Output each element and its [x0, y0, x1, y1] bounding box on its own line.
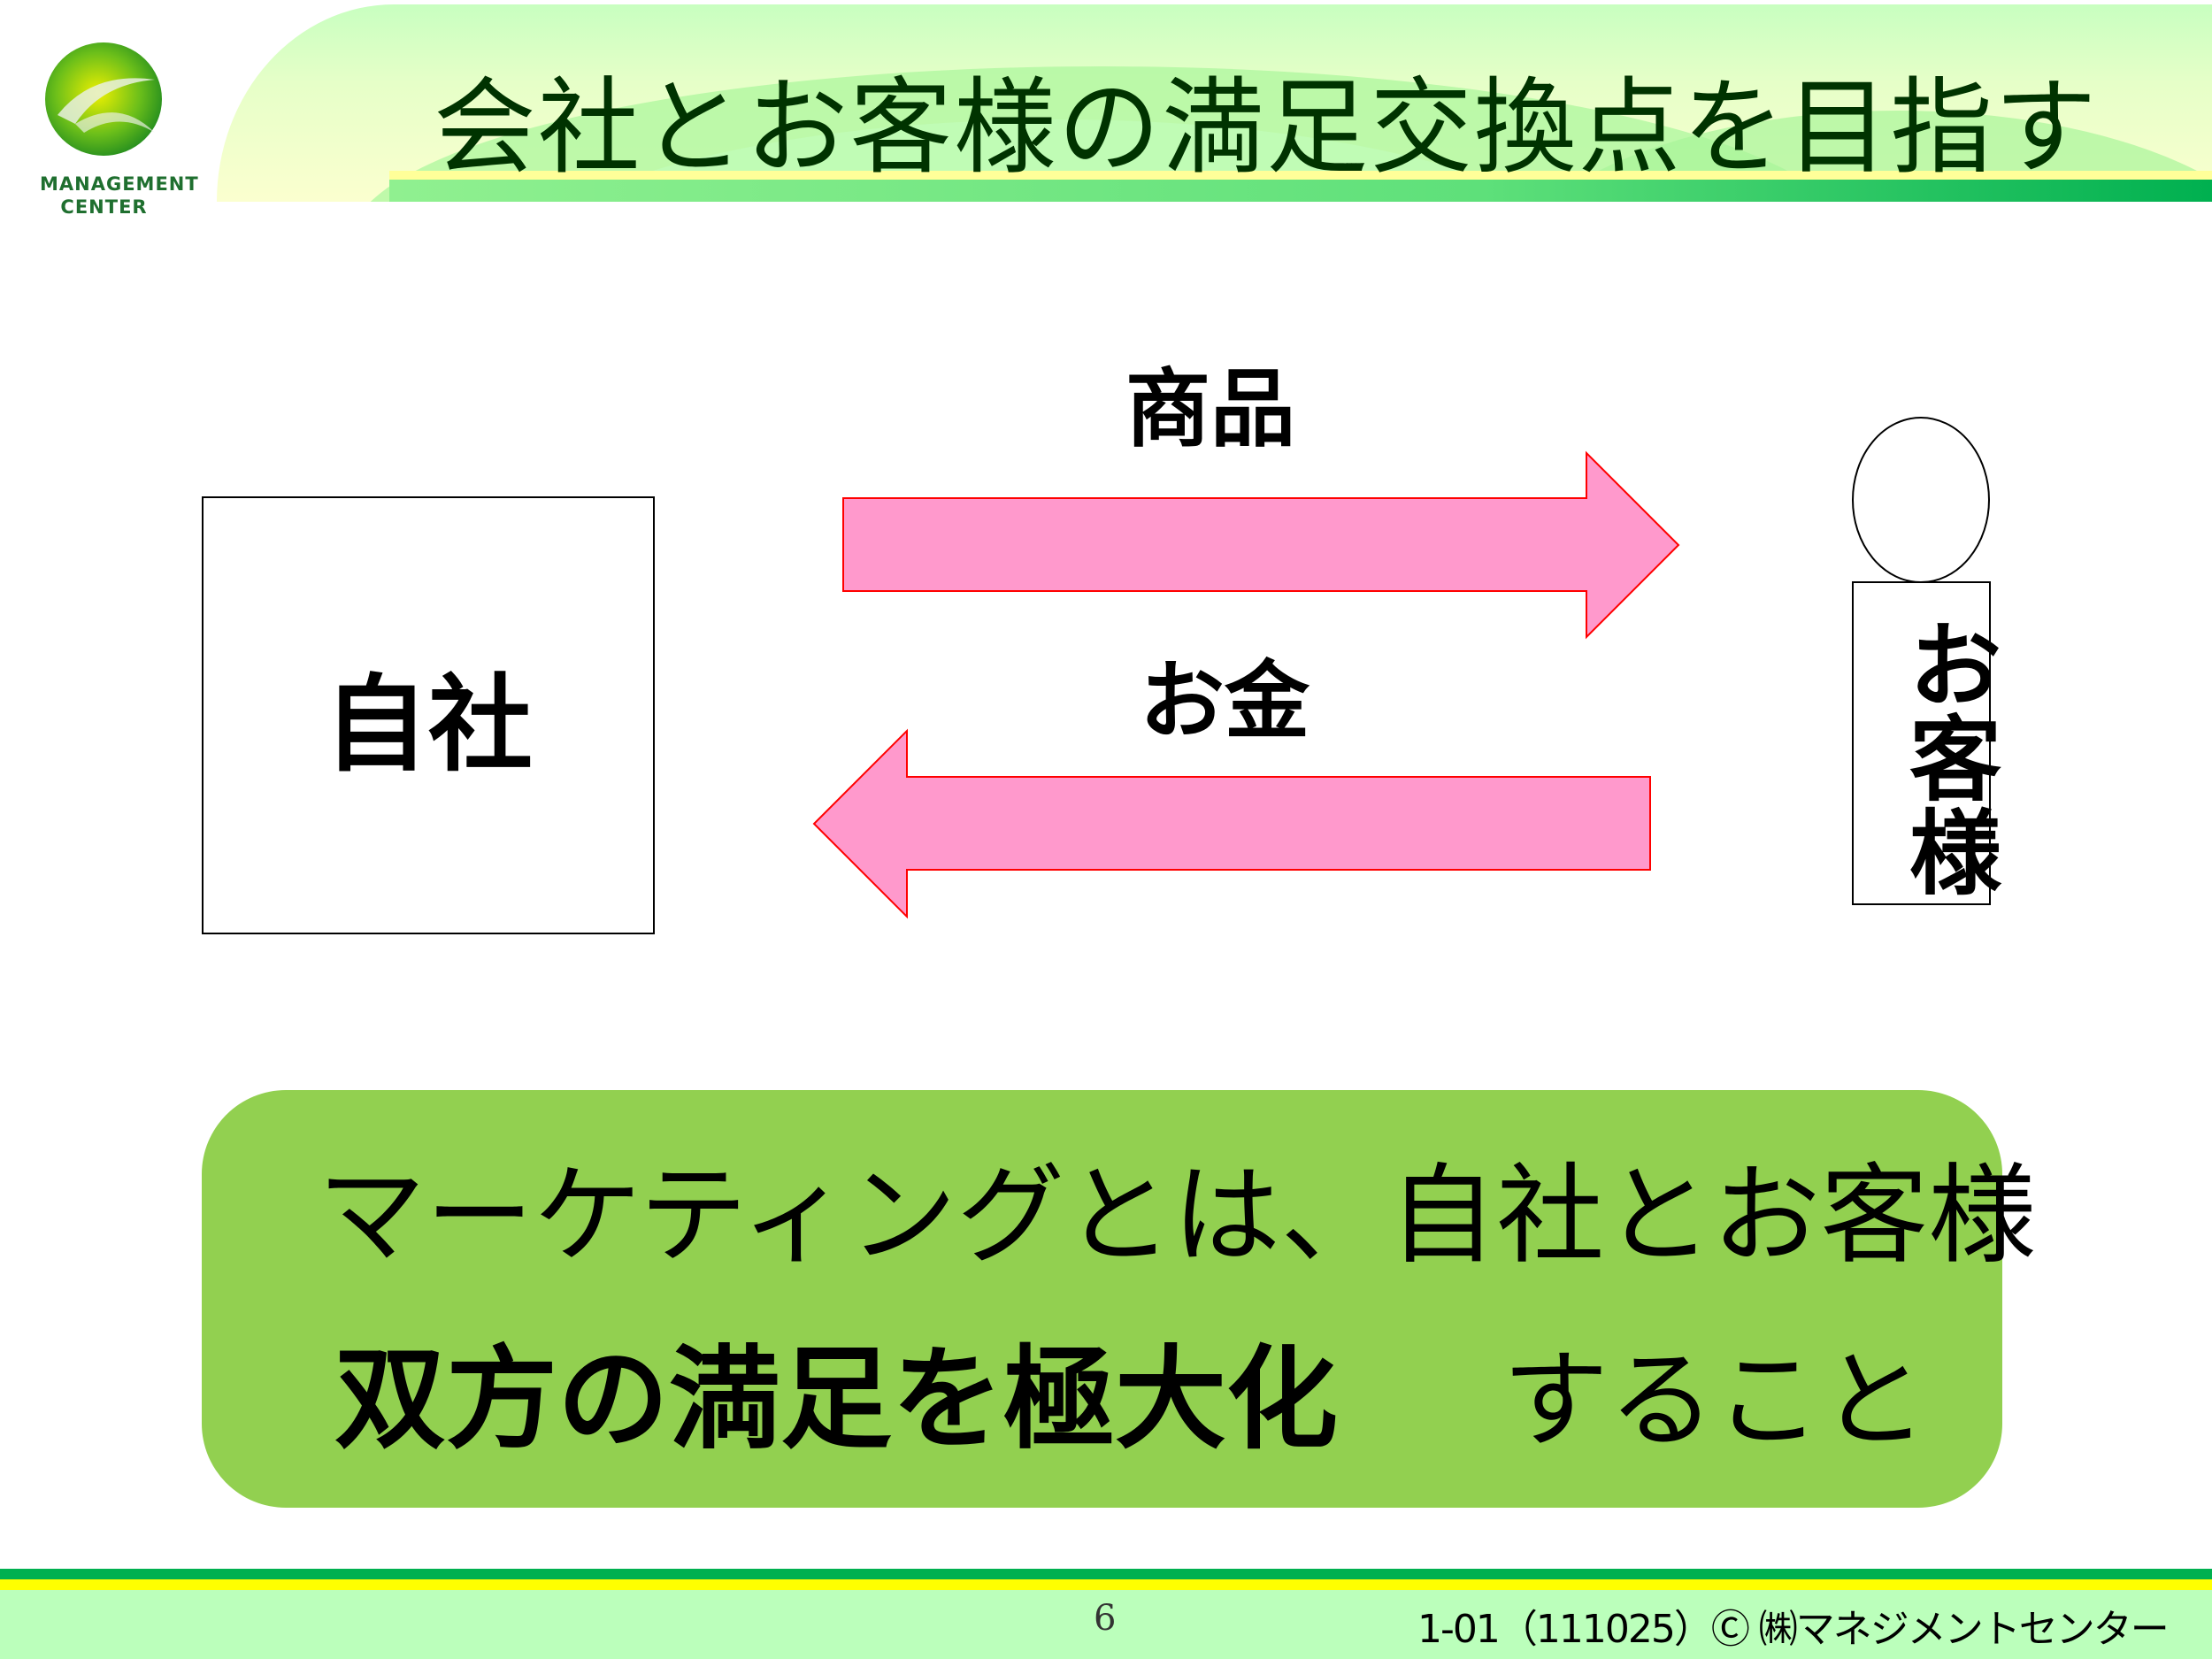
customer-label: お客様 [1909, 612, 2002, 908]
footer-bar [0, 1590, 2212, 1659]
product-label: 商品 [1125, 359, 1295, 459]
copyright: 1-01（111025）Ⓒ ㈱マネジメントセンター [1417, 1607, 2170, 1652]
product-arrow [842, 450, 1680, 640]
page-number: 6 [1094, 1598, 1117, 1639]
company-box: 自社 [202, 496, 655, 934]
message-box [202, 1090, 2002, 1508]
logo-icon [45, 42, 162, 156]
header-banner [217, 4, 2212, 202]
header-yellow-strip [389, 171, 2212, 180]
money-arrow [812, 728, 1651, 919]
message-line2-rest: すること [1502, 1340, 1927, 1463]
customer-head [1852, 417, 1990, 583]
message-line1: マーケティングとは、自社とお客様 [318, 1153, 2037, 1279]
header-green-strip [389, 180, 2212, 202]
message-line2-bold: 双方の満足を極大化 [334, 1334, 1338, 1464]
footer-yellow-line [0, 1579, 2212, 1590]
money-label: お金 [1140, 651, 1310, 751]
page-title: 会社とお客様の満足交換点を目指す [434, 66, 2099, 188]
customer-body [1852, 581, 1991, 905]
footer-green-line [0, 1569, 2212, 1579]
